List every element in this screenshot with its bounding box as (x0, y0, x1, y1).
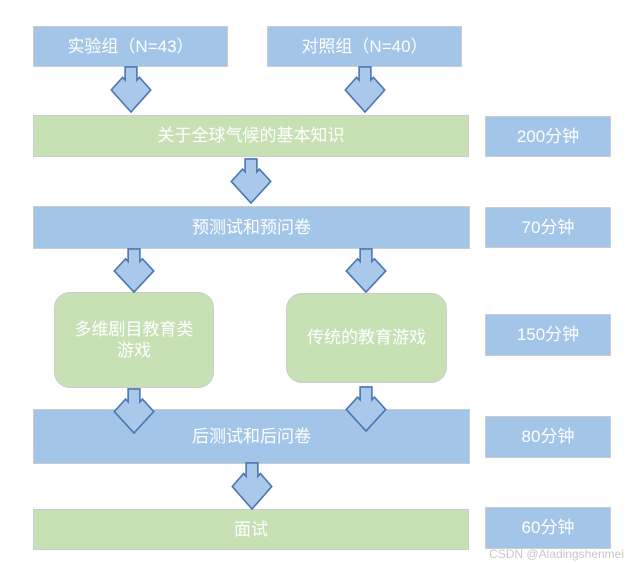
posttest-step-box: 后测试和后问卷 (33, 409, 470, 464)
pretest-duration-box: 70分钟 (485, 207, 611, 248)
interview-step-box: 面试 (33, 509, 469, 550)
control-group-box: 对照组（N=40） (267, 26, 462, 67)
posttest-duration-box: 80分钟 (485, 416, 611, 458)
knowledge-duration-box: 200分钟 (485, 116, 611, 157)
down-arrow-icon (231, 462, 273, 510)
experimental-group-box: 实验组（N=43） (33, 26, 228, 67)
down-arrow-icon (113, 388, 155, 434)
csdn-watermark: CSDN @Aladingshenmei (489, 547, 624, 561)
down-arrow-icon (344, 66, 386, 113)
down-arrow-icon (230, 158, 272, 204)
pretest-step-box: 预测试和预问卷 (33, 206, 470, 249)
down-arrow-icon (110, 66, 152, 113)
down-arrow-icon (345, 386, 387, 432)
multidimensional-game-branch-box: 多维剧目教育类 游戏 (54, 292, 214, 388)
down-arrow-icon (113, 248, 155, 293)
interview-duration-box: 60分钟 (485, 507, 611, 549)
down-arrow-icon (345, 248, 387, 293)
knowledge-step-box: 关于全球气候的基本知识 (33, 115, 469, 157)
traditional-game-branch-box: 传统的教育游戏 (286, 293, 447, 383)
games-duration-box: 150分钟 (485, 314, 611, 356)
